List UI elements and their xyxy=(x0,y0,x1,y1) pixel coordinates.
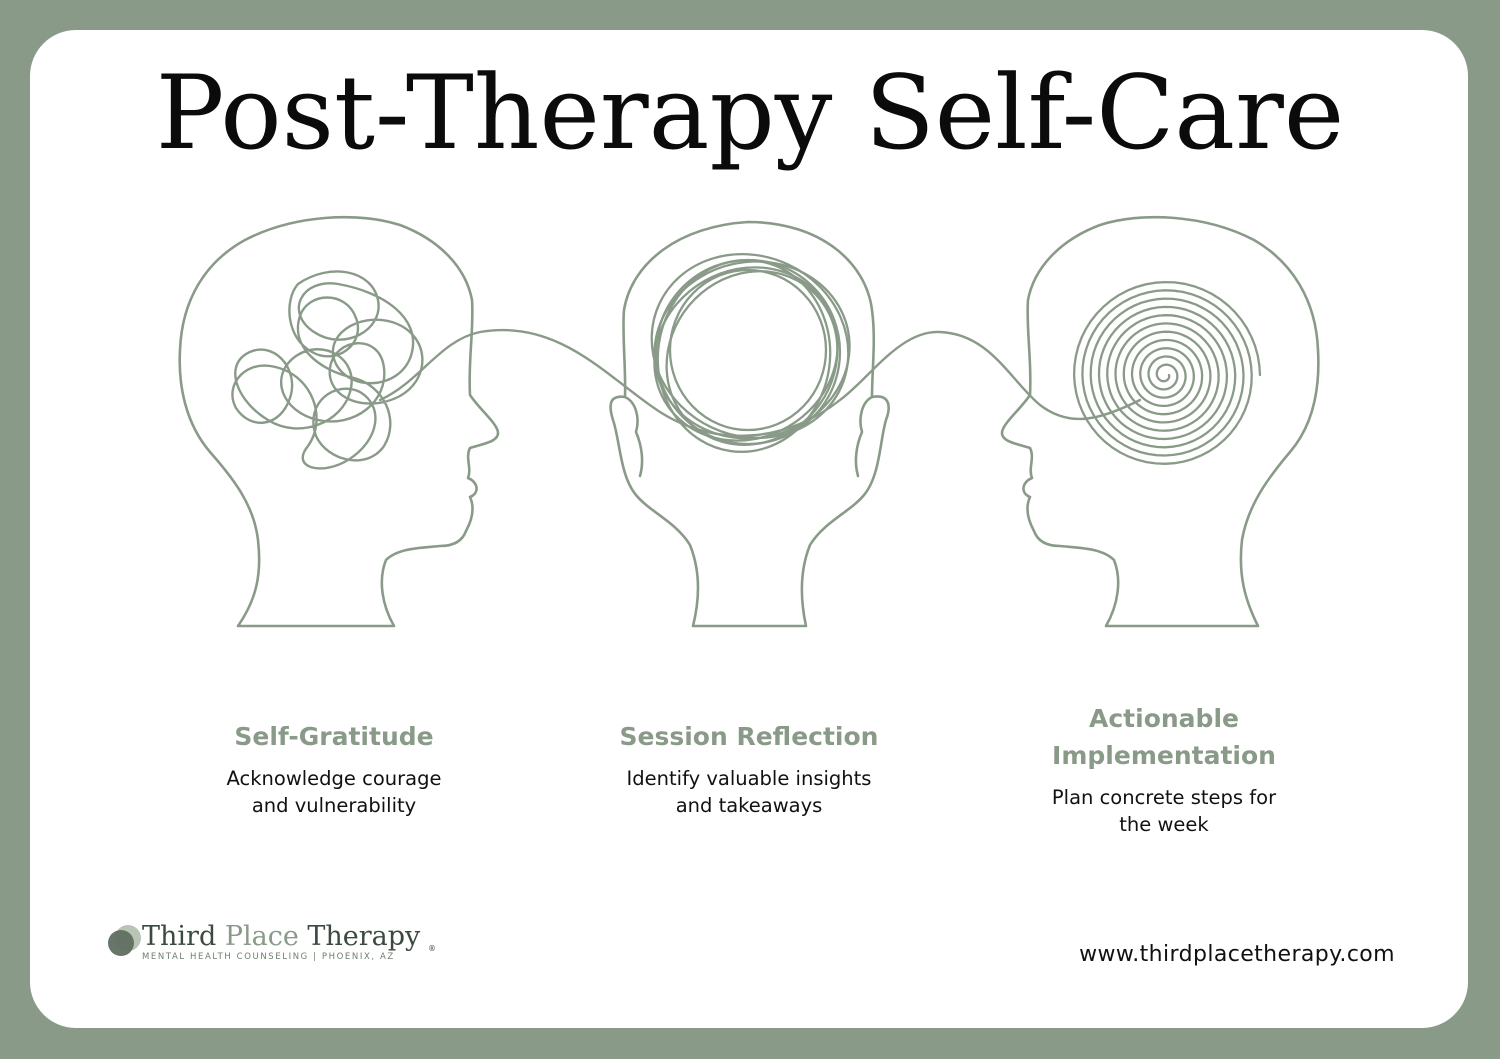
connecting-thread-icon xyxy=(378,328,1142,437)
step-description: Acknowledge courage and vulnerability xyxy=(226,767,442,817)
step-self-gratitude: Self-Gratitude Acknowledge courage and v… xyxy=(154,718,514,819)
logo-tagline: MENTAL HEALTH COUNSELING | PHOENIX, AZ xyxy=(142,952,395,962)
logo-name: Third Place Therapy xyxy=(142,921,421,952)
page-title: Post-Therapy Self-Care xyxy=(155,54,1345,173)
spiral-icon xyxy=(1072,280,1262,465)
step-heading: Actionable Implementation xyxy=(1052,704,1276,770)
step-description: Identify valuable insights and takeaways xyxy=(626,767,872,817)
tangled-scribble-icon xyxy=(231,270,424,470)
website-url[interactable]: www.thirdplacetherapy.com xyxy=(1079,942,1395,967)
head-back-inner-left-icon xyxy=(623,395,644,478)
step-heading: Session Reflection xyxy=(619,722,879,751)
step-actionable-implementation: Actionable Implementation Plan concrete … xyxy=(984,700,1344,838)
head-back-inner-right-icon xyxy=(854,395,874,478)
circular-scribble-icon xyxy=(650,252,851,453)
head-profile-right-icon xyxy=(178,215,500,628)
content-card xyxy=(30,30,1468,1028)
head-profile-left-icon xyxy=(1000,215,1320,628)
step-heading: Self-Gratitude xyxy=(234,722,434,751)
logo-circles-icon xyxy=(108,925,141,956)
brand-logo: Third Place Therapy ® MENTAL HEALTH COUN… xyxy=(104,920,444,964)
logo-registered-mark: ® xyxy=(428,944,436,953)
step-description: Plan concrete steps for the week xyxy=(1051,786,1277,836)
step-session-reflection: Session Reflection Identify valuable ins… xyxy=(569,718,929,819)
head-back-icon xyxy=(609,220,890,628)
